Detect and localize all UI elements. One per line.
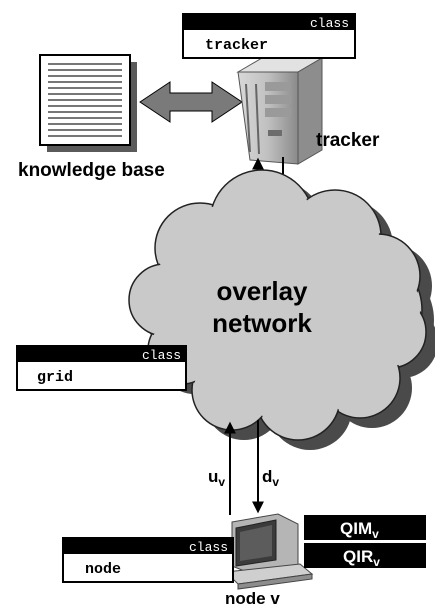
- knowledge-base-icon: [39, 54, 137, 152]
- qim-tag: QIMv: [304, 515, 426, 541]
- overlay-network-cloud: [128, 169, 435, 450]
- node-computer-icon: [224, 513, 314, 590]
- class-box-grid: class grid: [16, 345, 187, 391]
- class-name-grid: grid: [37, 369, 73, 386]
- overlay-network-label-line2: network: [212, 308, 312, 338]
- class-box-node: class node: [62, 537, 234, 583]
- tracker-label: tracker: [316, 130, 380, 151]
- class-header-grid: class: [142, 348, 181, 363]
- node-v-label: node v: [225, 589, 280, 608]
- upload-label: uv: [208, 467, 225, 489]
- overlay-network-label-line1: overlay: [216, 276, 308, 306]
- qir-tag-text: QIRv: [343, 547, 380, 569]
- class-name-node: node: [85, 561, 121, 578]
- qir-tag: QIRv: [304, 543, 426, 569]
- class-header-tracker: class: [310, 16, 349, 31]
- kb-tracker-double-arrow: [139, 81, 243, 123]
- knowledge-base-label: knowledge base: [18, 160, 165, 181]
- qim-tag-text: QIMv: [340, 519, 379, 541]
- class-box-tracker: class tracker: [182, 13, 356, 59]
- tracker-server-icon: [236, 57, 324, 165]
- class-header-node: class: [189, 540, 228, 555]
- class-name-tracker: tracker: [205, 37, 268, 54]
- download-label: dv: [262, 467, 279, 489]
